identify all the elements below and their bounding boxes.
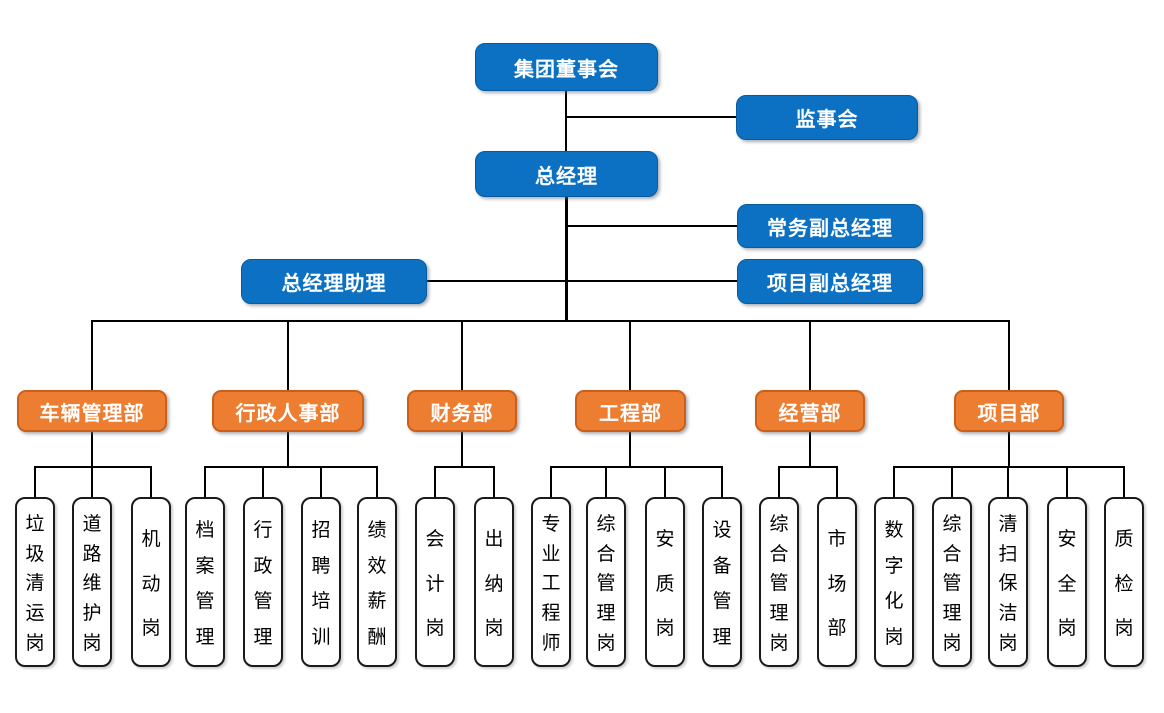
node-position-safety-quality: 安质岗	[645, 497, 685, 667]
node-position-professional-engineer: 专业工程师	[531, 497, 571, 667]
connector-drop-dept	[287, 321, 289, 390]
connector-drop-pos	[262, 467, 264, 497]
connector-drop-pos	[1123, 467, 1125, 497]
connector-drop-pos	[605, 467, 607, 497]
node-position-market: 市场部	[817, 497, 857, 667]
connector-drop-pos	[150, 467, 152, 497]
connector-drop-dept	[91, 321, 93, 390]
node-position-performance-pay: 绩效薪酬	[357, 497, 397, 667]
node-general-manager: 总经理	[475, 151, 658, 197]
connector-drop-pos	[778, 467, 780, 497]
connector-dept-subbus	[809, 432, 811, 467]
connector-subbus	[34, 466, 152, 468]
node-position-general-mgmt-ops: 综合管理岗	[759, 497, 799, 667]
connector-drop-pos	[493, 467, 495, 497]
connector-dept-subbus	[461, 432, 463, 467]
connector-assistant-deputy	[427, 280, 737, 282]
connector-drop-pos	[204, 467, 206, 497]
node-position-cleaning: 清扫保洁岗	[988, 497, 1028, 667]
node-position-equipment-mgmt: 设备管理	[702, 497, 742, 667]
node-board-of-directors: 集团董事会	[475, 43, 658, 91]
connector-drop-pos	[1007, 467, 1009, 497]
connector-drop-dept	[629, 321, 631, 390]
node-executive-deputy-gm: 常务副总经理	[737, 204, 923, 248]
connector-drop-dept	[1008, 321, 1010, 390]
node-dept-engineering: 工程部	[575, 390, 686, 432]
connector-drop-pos	[951, 467, 953, 497]
connector-drop-pos	[836, 467, 838, 497]
connector-subbus	[204, 466, 378, 468]
connector-subbus	[778, 466, 838, 468]
connector-subbus	[893, 466, 1125, 468]
connector-drop-pos	[376, 467, 378, 497]
connector-main-bus	[91, 320, 1010, 322]
node-position-accounting: 会计岗	[415, 497, 455, 667]
node-position-mobile: 机动岗	[131, 497, 171, 667]
node-position-general-mgmt-proj: 综合管理岗	[932, 497, 972, 667]
node-position-recruit-training: 招聘培训	[301, 497, 341, 667]
connector-dept-subbus	[287, 432, 289, 467]
node-position-general-mgmt-eng: 综合管理岗	[586, 497, 626, 667]
node-supervisory-board: 监事会	[736, 95, 918, 140]
connector-drop-pos	[550, 467, 552, 497]
connector-dept-subbus	[629, 432, 631, 467]
connector-dept-subbus	[91, 432, 93, 467]
node-dept-finance: 财务部	[407, 390, 517, 432]
connector-drop-pos	[434, 467, 436, 497]
connector-drop-pos	[91, 467, 93, 497]
node-position-digitalization: 数字化岗	[874, 497, 914, 667]
node-position-garbage-removal: 垃圾清运岗	[15, 497, 55, 667]
node-position-cashier: 出纳岗	[474, 497, 514, 667]
node-position-safety: 安全岗	[1047, 497, 1087, 667]
connector-drop-pos	[721, 467, 723, 497]
connector-drop-pos	[664, 467, 666, 497]
node-position-road-maintenance: 道路维护岗	[72, 497, 112, 667]
node-position-archives: 档案管理	[185, 497, 225, 667]
connector-drop-pos	[893, 467, 895, 497]
connector-dept-subbus	[1008, 432, 1010, 467]
connector-drop-pos	[320, 467, 322, 497]
connector-subbus	[550, 466, 723, 468]
node-gm-assistant: 总经理助理	[241, 259, 427, 304]
connector-subbus	[434, 466, 495, 468]
node-project-deputy-gm: 项目副总经理	[737, 259, 923, 304]
connector-drop-pos	[34, 467, 36, 497]
connector-drop-dept	[809, 321, 811, 390]
node-dept-project: 项目部	[954, 390, 1064, 432]
connector-drop-pos	[1066, 467, 1068, 497]
node-dept-vehicle-mgmt: 车辆管理部	[17, 390, 167, 432]
node-position-admin: 行政管理	[243, 497, 283, 667]
connector-exec-deputy	[567, 225, 737, 227]
connector-supervisory	[566, 116, 736, 118]
node-dept-admin-hr: 行政人事部	[212, 390, 364, 432]
connector-board-gm	[565, 91, 567, 152]
node-position-quality-inspection: 质检岗	[1104, 497, 1144, 667]
connector-drop-dept	[461, 321, 463, 390]
connector-gm-trunk	[565, 197, 568, 321]
node-dept-operations: 经营部	[755, 390, 865, 432]
